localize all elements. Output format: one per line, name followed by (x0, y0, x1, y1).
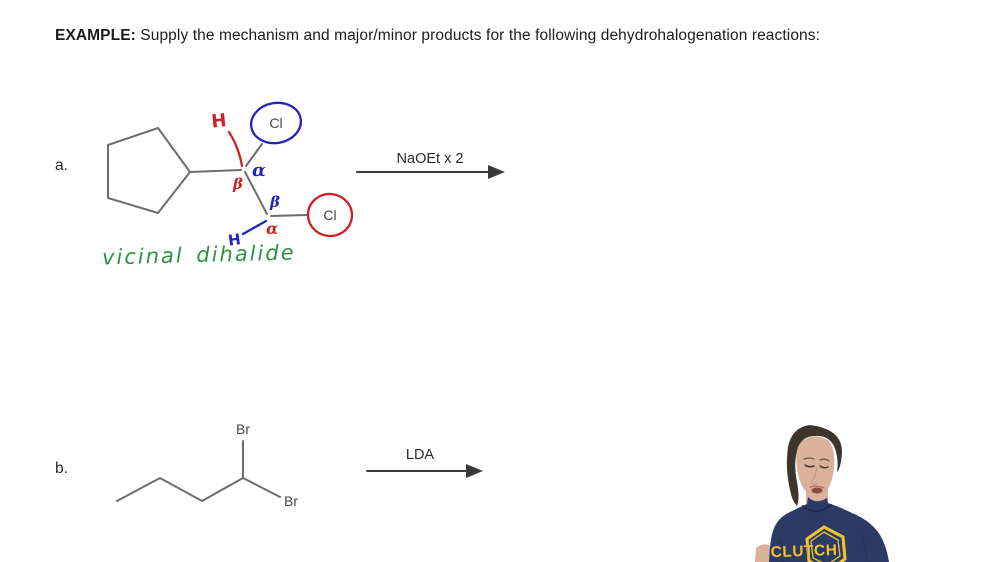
bond-c1-cl (245, 143, 263, 167)
beta-label-red: β (232, 175, 243, 193)
alpha-hydrogen-blue: H (227, 230, 242, 250)
presenter-shirt-brand-text: CLUTCH (770, 542, 837, 561)
reagent-b-label: LDA (406, 447, 435, 463)
presenter-nose (810, 467, 818, 485)
title-text: Supply the mechanism and major/minor pro… (135, 27, 821, 44)
item-label-a: a. (55, 157, 68, 174)
leaving-group-circle-red (306, 192, 354, 238)
presenter-hair (786, 425, 842, 506)
chlorine-right-label: Cl (323, 207, 336, 223)
bond-c2-cl (270, 214, 308, 217)
bond-h-blue (241, 219, 268, 236)
butane-chain (116, 477, 244, 502)
bond-c1-c2 (244, 171, 268, 215)
alpha-hydrogen-red: H (210, 110, 227, 132)
bromine-bottom-label: Br (284, 493, 298, 509)
bond-ring-c1 (189, 169, 242, 173)
reagent-a-label: NaOEt x 2 (397, 151, 464, 167)
vicinal-dihalide-annotation: vicinal dihalide (101, 240, 296, 270)
alpha-label-red: α (266, 219, 278, 238)
arrow-head-icon (488, 165, 505, 179)
reaction-arrow-b: LDA (366, 447, 483, 478)
beta-label-blue: β (269, 193, 280, 211)
presenter-eyes-closed (804, 464, 829, 469)
reaction-arrow-a: NaOEt x 2 (356, 151, 505, 179)
title-example-label: EXAMPLE: (55, 27, 136, 44)
presenter-arm (755, 544, 772, 562)
chlorine-top-label: Cl (269, 115, 282, 131)
presenter-upper-lip (809, 485, 825, 489)
page-title: EXAMPLE: Supply the mechanism and major/… (55, 27, 955, 45)
presenter-shirt-folds (779, 534, 867, 562)
clutch-hexagon-inner-icon (810, 531, 841, 562)
structure-b-geminal-dihalide: Br Br (116, 421, 298, 509)
cyclopentane-ring (107, 127, 191, 214)
bromine-top-label: Br (236, 421, 250, 437)
bond-c-br-bottom (242, 477, 281, 498)
bond-h-red (227, 130, 244, 168)
presenter-video-overlay: CLUTCH (755, 425, 889, 562)
presenter-eyebrows (803, 457, 830, 462)
presenter-mouth-open (811, 487, 823, 494)
presenter-collar (802, 504, 832, 513)
arrow-head-icon (466, 464, 483, 478)
clutch-hexagon-logo-icon (805, 525, 847, 562)
leaving-group-circle-blue (249, 101, 303, 145)
presenter-face (796, 436, 835, 498)
item-label-b: b. (55, 460, 68, 477)
structure-a-vicinal-dihalide: H β α α β H Cl Cl (107, 101, 354, 250)
alpha-label-blue: α (252, 160, 266, 181)
